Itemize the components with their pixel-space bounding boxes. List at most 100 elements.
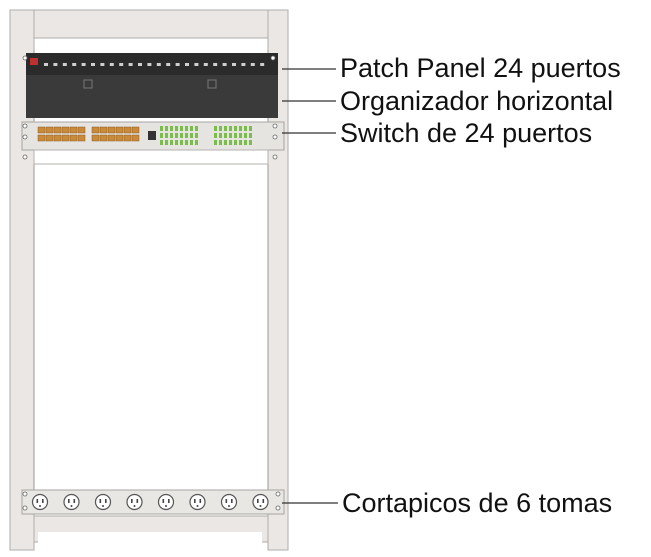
fiber-port xyxy=(219,126,222,131)
mounting-hole xyxy=(270,55,276,61)
fiber-port xyxy=(170,140,173,145)
mounting-hole xyxy=(272,123,278,129)
rj45-port xyxy=(91,134,100,142)
rj45-port xyxy=(99,134,108,142)
fiber-port xyxy=(180,126,183,131)
rj45-port xyxy=(45,126,54,134)
outlet-ground xyxy=(39,505,41,507)
label-organizer: Organizador horizontal xyxy=(340,86,614,116)
patch-port xyxy=(53,63,58,66)
rj45-port xyxy=(53,134,62,142)
outlet-pin xyxy=(68,499,70,503)
fiber-port xyxy=(195,133,198,138)
outlet-pin xyxy=(262,499,265,503)
fiber-port xyxy=(219,133,222,138)
mounting-hole xyxy=(275,491,281,497)
patch-port xyxy=(81,63,86,66)
fiber-port xyxy=(180,133,183,138)
patch-port xyxy=(91,63,95,66)
rj45-port xyxy=(99,126,108,134)
fiber-port xyxy=(160,133,163,138)
fiber-port xyxy=(244,126,247,131)
power-strip-body xyxy=(21,489,285,515)
patch-port xyxy=(100,63,105,66)
fiber-port xyxy=(224,133,227,138)
patch-port xyxy=(250,63,255,66)
fiber-port xyxy=(175,126,178,131)
mounting-hole xyxy=(22,505,28,511)
fiber-port xyxy=(165,126,168,131)
fiber-port xyxy=(190,133,193,138)
rj45-port xyxy=(69,134,78,142)
fiber-port xyxy=(175,133,178,138)
fiber-port xyxy=(160,140,163,145)
fiber-port xyxy=(249,140,252,145)
fiber-port xyxy=(195,140,198,145)
outlet xyxy=(94,493,112,511)
mounting-hole xyxy=(22,491,28,497)
patch-port xyxy=(128,63,133,66)
fiber-port xyxy=(224,140,227,145)
fiber-port xyxy=(239,133,242,138)
rack-base-gap xyxy=(38,532,262,552)
rack-top-bar xyxy=(9,9,289,39)
fiber-port xyxy=(214,133,217,138)
rj45-port xyxy=(53,126,62,134)
fiber-port xyxy=(249,133,252,138)
rj45-port xyxy=(37,126,46,134)
rj45-port xyxy=(131,126,140,134)
outlet xyxy=(63,493,80,511)
fiber-port xyxy=(185,140,188,145)
patch-port xyxy=(213,63,218,66)
switch-rj45-ports xyxy=(37,126,140,142)
rj45-port xyxy=(115,126,124,134)
patch-port xyxy=(109,63,114,66)
patch-port xyxy=(232,63,236,66)
mounting-hole xyxy=(275,505,281,511)
fiber-port xyxy=(190,126,193,131)
organizer-clip-right xyxy=(207,79,217,89)
outlet-ground xyxy=(102,505,104,507)
outlet xyxy=(252,493,269,511)
rj45-port xyxy=(123,126,132,134)
outlet-pin xyxy=(136,499,139,503)
outlet-pin xyxy=(231,499,233,503)
patch-port xyxy=(203,63,208,66)
mounting-hole xyxy=(272,134,278,140)
outlet xyxy=(189,493,206,511)
fiber-port xyxy=(239,140,242,145)
fiber-port xyxy=(180,140,183,145)
outlet-pin xyxy=(42,499,44,503)
mounting-holes xyxy=(22,55,281,511)
patch-port xyxy=(185,63,189,66)
patch-port xyxy=(119,63,124,66)
mounting-hole xyxy=(272,154,278,160)
fiber-port xyxy=(160,126,163,131)
fiber-port xyxy=(219,140,222,145)
power-strip xyxy=(21,489,285,515)
label-patch-panel: Patch Panel 24 puertos xyxy=(340,53,621,83)
patch-port xyxy=(194,63,199,66)
patch-port xyxy=(166,63,171,66)
patch-panel-logo xyxy=(30,58,38,65)
patch-port xyxy=(156,63,161,66)
outlet-pin xyxy=(131,499,133,503)
switch-fiber-ports xyxy=(160,126,252,145)
fiber-port xyxy=(229,126,232,131)
outlet-pin xyxy=(194,499,196,503)
outlet-pin xyxy=(257,499,259,503)
fiber-port xyxy=(175,140,178,145)
patch-panel-body xyxy=(26,53,278,75)
fiber-port xyxy=(165,133,168,138)
rj45-port xyxy=(107,134,116,142)
outlet-ground xyxy=(165,505,167,507)
outlet-pin xyxy=(199,499,202,503)
outlet-pin xyxy=(99,499,102,503)
outlet-ground xyxy=(259,505,262,507)
patch-port xyxy=(260,63,265,66)
fiber-port xyxy=(214,126,217,131)
rj45-port xyxy=(115,134,124,142)
label-switch: Switch de 24 puertos xyxy=(340,118,593,148)
outlet-ground xyxy=(196,505,199,507)
fiber-port xyxy=(229,140,232,145)
